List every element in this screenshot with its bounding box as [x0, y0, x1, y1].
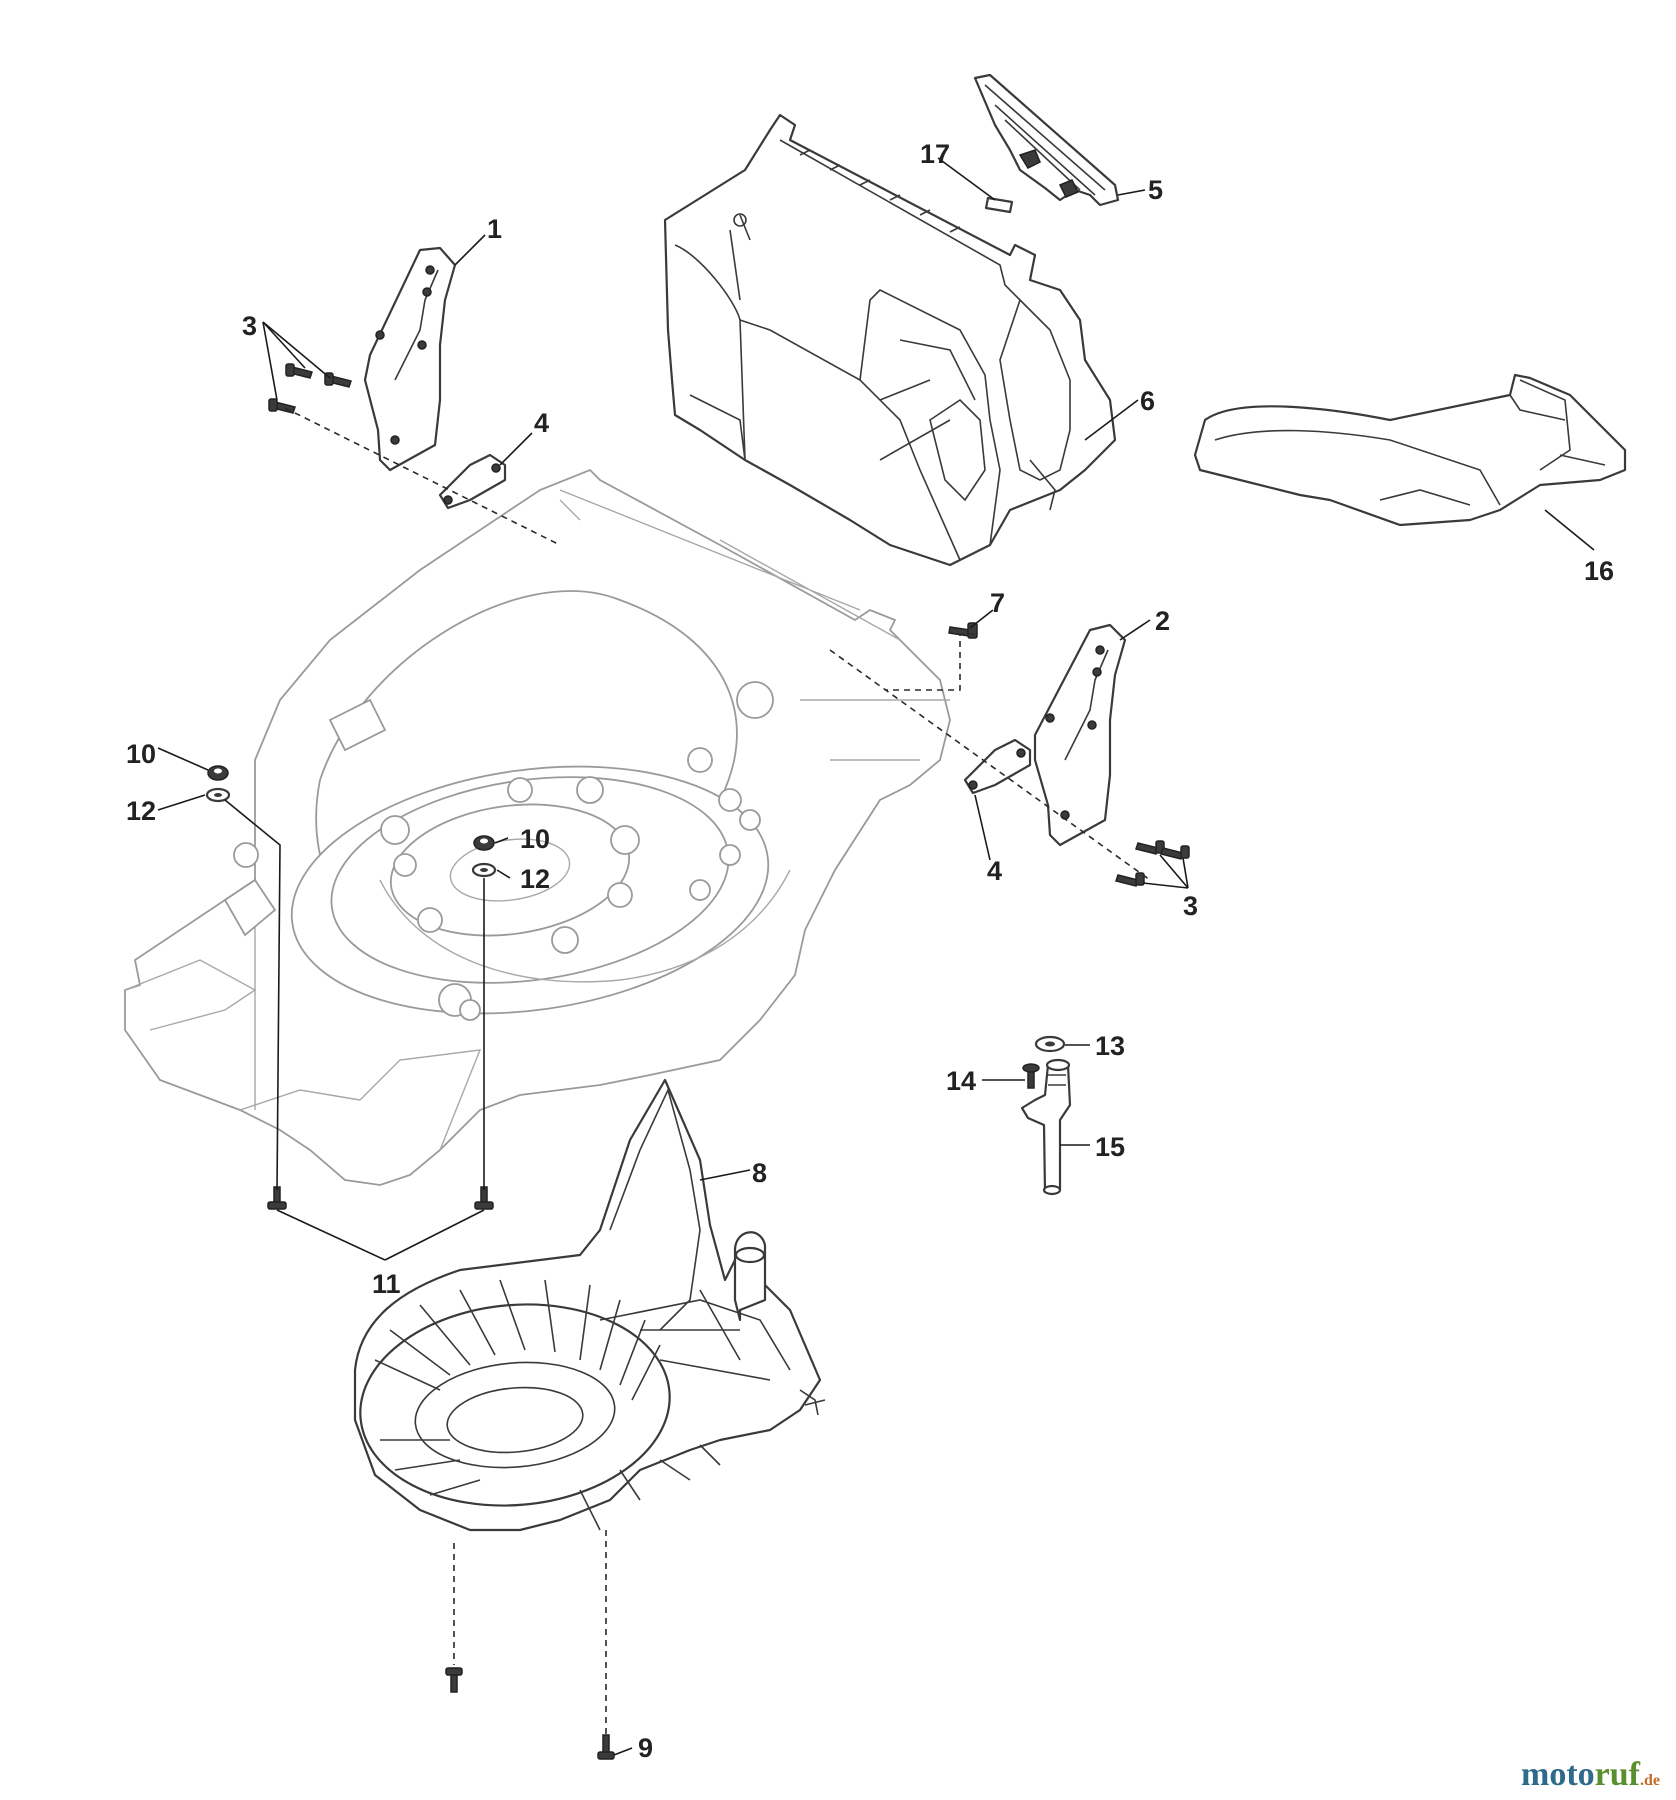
height-bracket-right [1033, 623, 1127, 847]
callout-1: 1 [487, 214, 502, 244]
watermark-moto: moto [1521, 1756, 1595, 1793]
nut-washer-left [205, 765, 231, 803]
plate-right [963, 738, 1032, 795]
screw-14 [1022, 1063, 1040, 1089]
callout-13: 13 [1095, 1031, 1125, 1061]
callout-8: 8 [752, 1158, 767, 1188]
bolts-11 [267, 1186, 494, 1210]
callout-16: 16 [1584, 556, 1614, 586]
assembly-solid-lines [224, 799, 485, 1191]
mulch-insert-part [353, 1078, 826, 1532]
callout-7: 7 [990, 588, 1005, 618]
grass-box-frame [663, 113, 1117, 567]
height-bracket-left [363, 246, 457, 472]
callout-11: 11 [372, 1269, 401, 1299]
plate-left [438, 453, 507, 510]
screws-right [1115, 840, 1190, 887]
assembly-lines [284, 407, 1151, 1735]
watermark-ruf: ruf [1594, 1756, 1640, 1793]
callout-5: 5 [1148, 175, 1163, 205]
screws-9 [445, 1667, 615, 1760]
callout-4-right: 4 [987, 856, 1002, 886]
pin-part [984, 196, 1014, 214]
callout-17: 17 [920, 139, 950, 169]
callout-4-left: 4 [534, 408, 549, 438]
screws-left [268, 363, 352, 414]
callout-15: 15 [1095, 1132, 1125, 1162]
callout-9: 9 [638, 1733, 653, 1763]
callout-3-right: 3 [1183, 891, 1198, 921]
leader-lines [157, 157, 1595, 1756]
callout-6: 6 [1140, 386, 1155, 416]
handle-guide-part [1193, 373, 1627, 527]
mower-deck [124, 468, 951, 1186]
callout-2: 2 [1155, 606, 1170, 636]
callout-12-left: 12 [126, 796, 156, 826]
callout-10-center: 10 [520, 824, 550, 854]
watermark-de: .de [1640, 1772, 1660, 1789]
callout-3-left: 3 [242, 311, 257, 341]
nut-washer-center [471, 835, 497, 878]
callout-labels: 1 2 3 3 4 4 5 6 7 8 9 10 10 11 12 12 13 … [126, 139, 1614, 1763]
shaft-15 [1020, 1058, 1072, 1196]
flap-part [973, 73, 1120, 207]
washer-13 [1034, 1035, 1066, 1053]
watermark-logo: motoruf.de [1521, 1756, 1660, 1794]
callout-14: 14 [946, 1066, 976, 1096]
callout-12-center: 12 [520, 864, 550, 894]
callout-10-left: 10 [126, 739, 156, 769]
